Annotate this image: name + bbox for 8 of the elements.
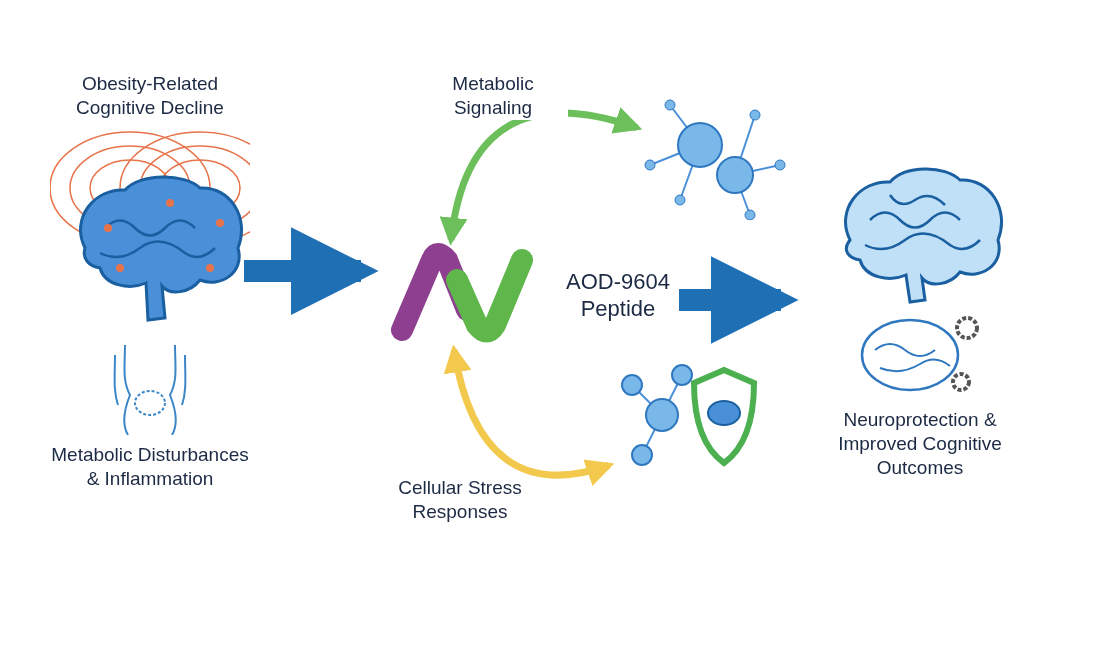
caption-text: Neuroprotection & Improved Cognitive Outcomes xyxy=(837,408,1003,480)
node-label: AOD-9604 Peptide xyxy=(565,267,671,323)
arrow xyxy=(440,107,643,246)
caption-text: Metabolic Disturbances & Inflammation xyxy=(50,443,250,491)
arrow xyxy=(444,344,615,486)
arrow xyxy=(244,227,379,316)
caption-text: Obesity-Related Cognitive Decline xyxy=(75,72,225,120)
arrow xyxy=(679,255,799,344)
